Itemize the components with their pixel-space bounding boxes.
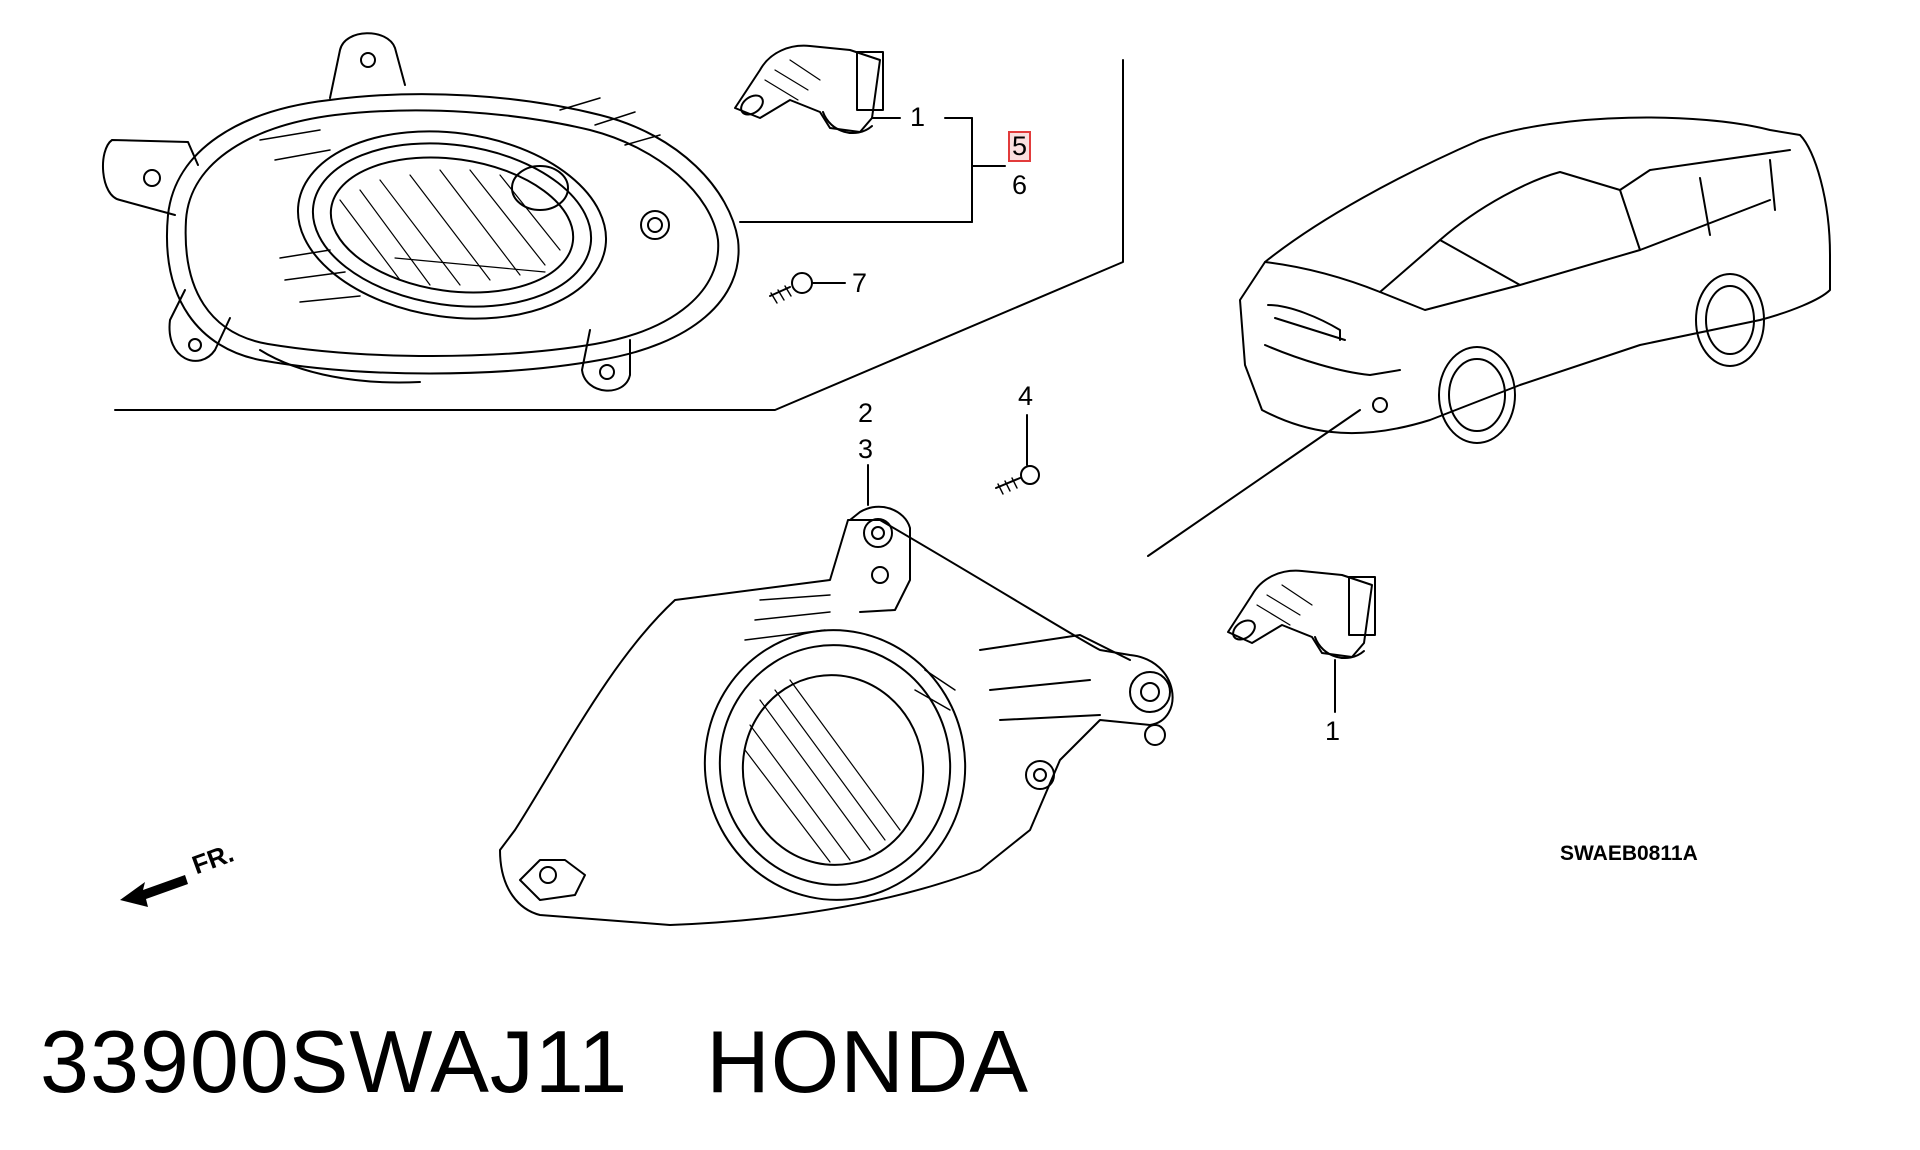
callout-2: 2 (858, 398, 874, 428)
lower-bulb (1227, 569, 1376, 713)
callout-1-lower: 1 (1325, 716, 1341, 746)
upper-leaders (739, 117, 1006, 223)
callout-5: 5 (1007, 131, 1032, 162)
callout-7: 7 (852, 268, 868, 298)
upper-bulb (734, 44, 884, 135)
callout-3: 3 (858, 434, 874, 464)
callout-6: 6 (1012, 170, 1028, 200)
lower-fog-light-assembly (499, 505, 1174, 926)
front-direction-arrow-icon (120, 875, 188, 907)
leader-vehicle (1147, 409, 1361, 557)
lower-screw (995, 414, 1040, 495)
part-number: 33900SWAJ11 (40, 1012, 629, 1111)
callout-4: 4 (1018, 381, 1034, 411)
diagram-code: SWAEB0811A (1560, 842, 1698, 865)
upper-fog-light-assembly (102, 32, 740, 392)
brand-name: HONDA (706, 1012, 1030, 1111)
vehicle-illustration (1239, 116, 1831, 444)
upper-screw (769, 272, 846, 304)
inset-frame (114, 59, 1124, 411)
callout-1-upper: 1 (910, 102, 926, 132)
